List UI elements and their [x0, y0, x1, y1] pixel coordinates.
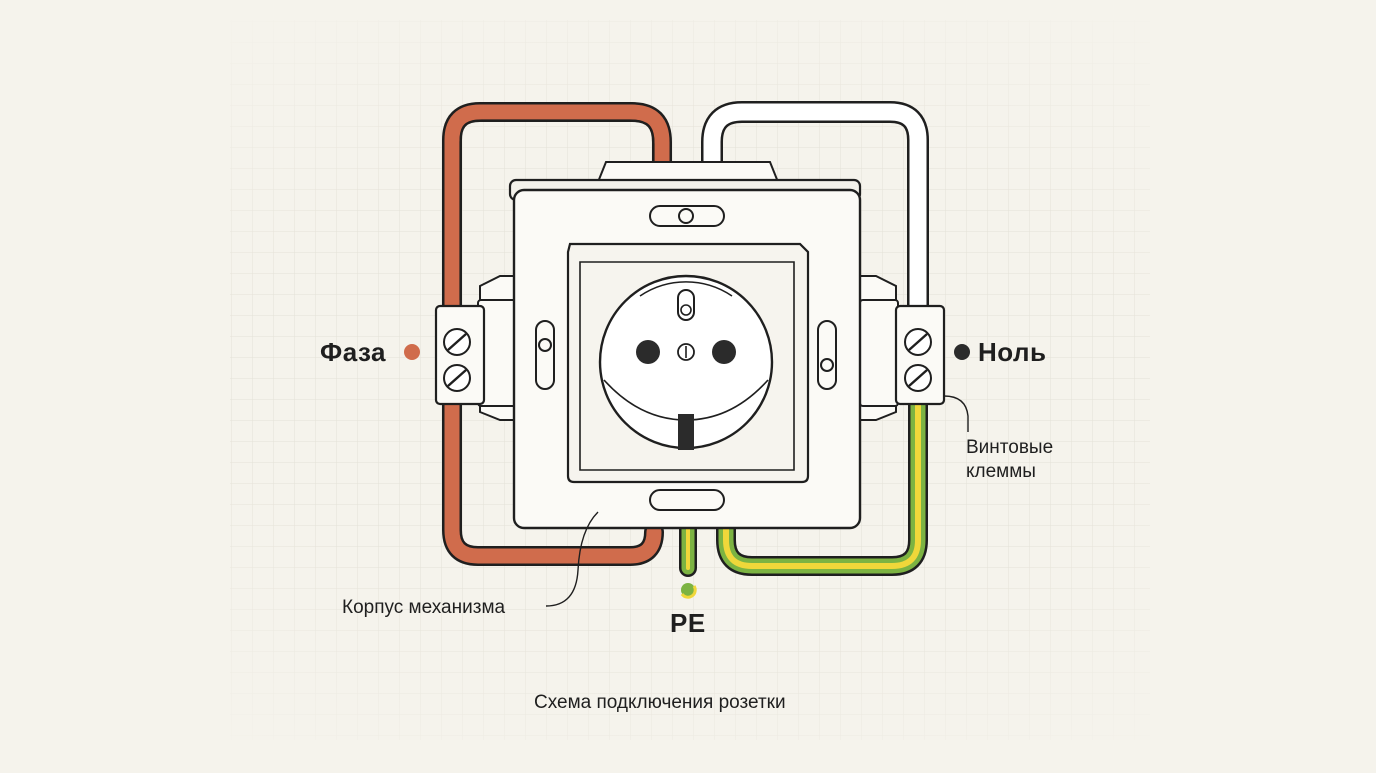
right-mount-bracket — [855, 275, 899, 421]
pe-label: PE — [670, 608, 706, 638]
screw-terminals-line-2: клеммы — [966, 461, 1036, 482]
left-terminal-block — [434, 304, 486, 406]
right-terminal-block — [894, 304, 946, 406]
socket-face — [598, 274, 774, 450]
phase-dot-icon — [404, 344, 420, 360]
neutral-label: Ноль — [978, 337, 1047, 367]
screw-terminals-label: Винтовые клеммы — [966, 436, 1053, 484]
diagram-caption: Схема подключения розетки — [534, 692, 786, 713]
left-mount-bracket — [477, 275, 521, 421]
neutral-dot-icon — [954, 344, 970, 360]
pe-dot-icon — [680, 583, 697, 599]
mechanism-body-label: Корпус механизма — [342, 597, 506, 618]
screw-terminals-leader — [943, 395, 969, 432]
phase-label: Фаза — [320, 337, 387, 367]
neutral-wire — [701, 101, 929, 326]
mechanism-body-leader — [545, 511, 599, 607]
screw-terminals-line-1: Винтовые — [966, 437, 1054, 458]
phase-wire — [442, 102, 672, 566]
